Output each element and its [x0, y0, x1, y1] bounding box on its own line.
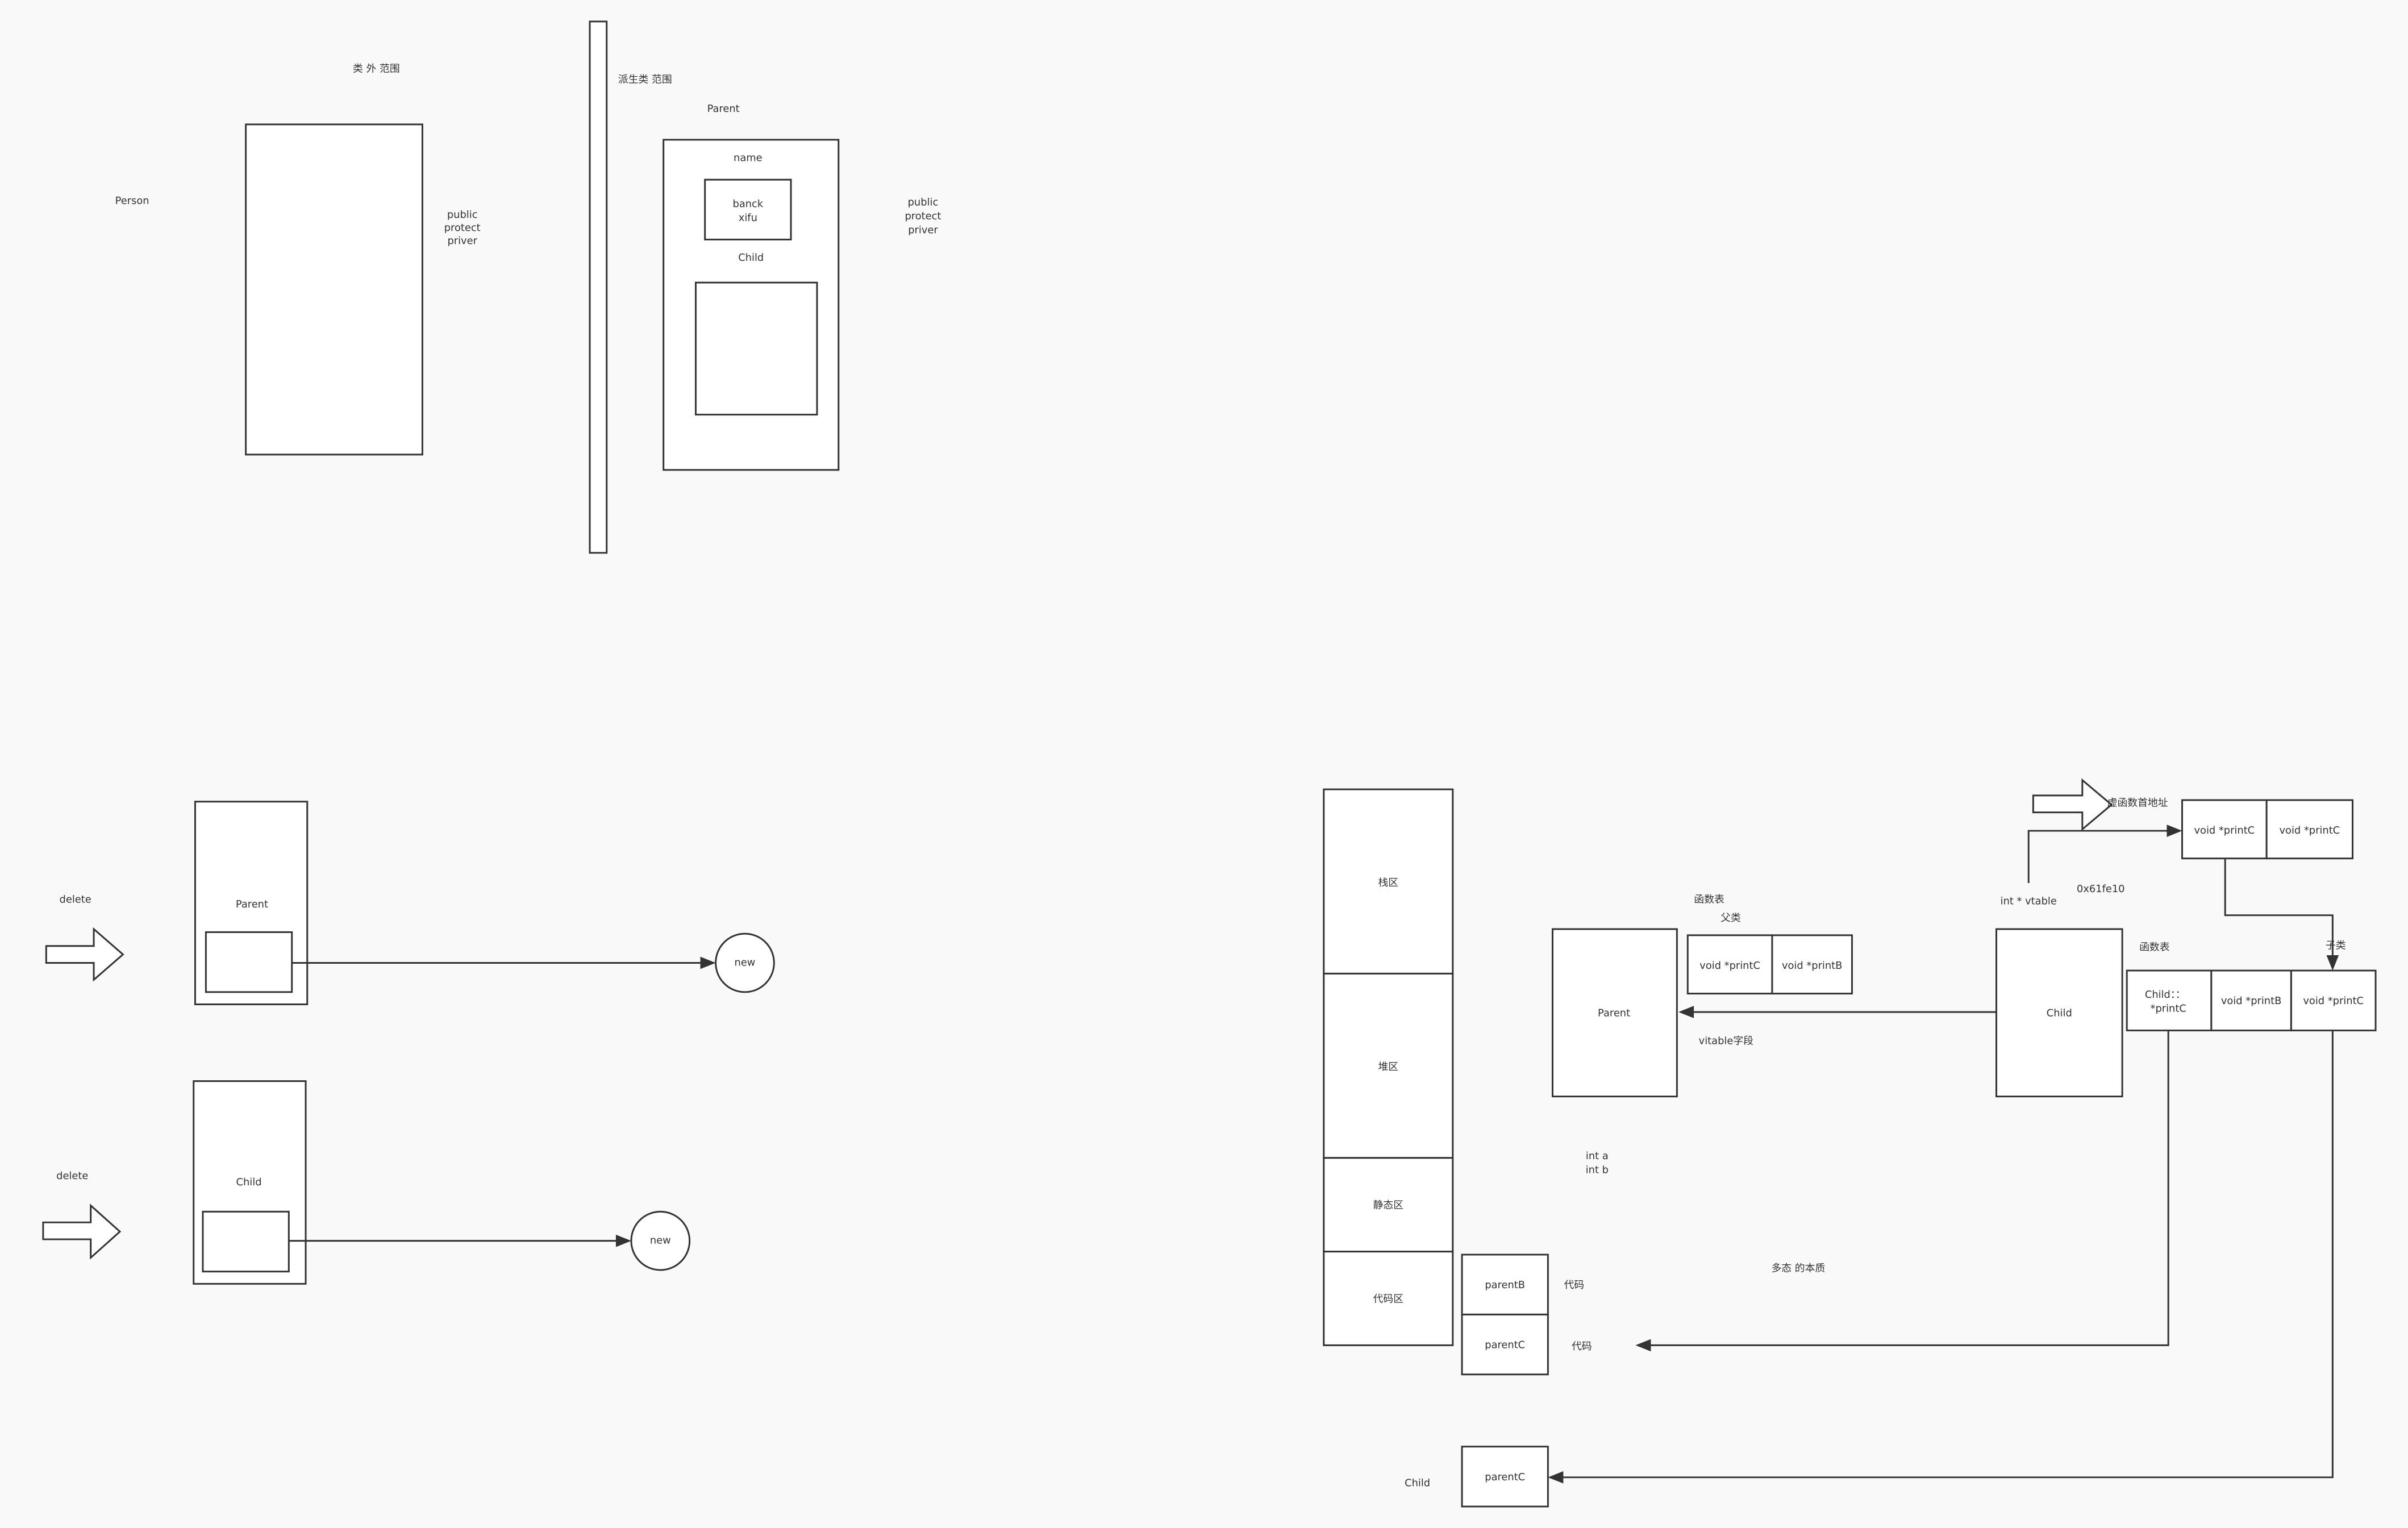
- code-region: [1323, 1251, 1454, 1346]
- top-table-cell-label: void *printC: [2194, 825, 2255, 836]
- code-label-2: 代码: [1572, 1340, 1592, 1352]
- parent-vt-box: [1551, 928, 1678, 1098]
- field-b-label: int b: [1586, 1164, 1609, 1176]
- heap-region: [1323, 972, 1454, 1159]
- child-label: Child: [738, 252, 764, 264]
- parent-class-label: 父类: [1720, 912, 1741, 924]
- arrowhead-icon: [1635, 1339, 1651, 1352]
- top-table-cell: [2181, 799, 2268, 860]
- child-vt-box: [1995, 928, 2123, 1098]
- new-label: new: [735, 956, 756, 968]
- static-region: [1323, 1157, 1454, 1253]
- child-table-cell-label: *printC: [2151, 1003, 2186, 1015]
- parent-vt-label: Parent: [1598, 1007, 1630, 1019]
- access-priver-right: priver: [908, 224, 938, 236]
- inner-box: [704, 178, 792, 241]
- vtable-field-label: vitable字段: [1699, 1035, 1753, 1047]
- child-box: [694, 281, 818, 416]
- access-public: public: [447, 209, 478, 220]
- parent-table-cell: [1686, 934, 1773, 995]
- address-label: 0x61fe10: [2077, 883, 2125, 895]
- child-table-cell: [2210, 969, 2292, 1031]
- static-region-label: 静态区: [1373, 1199, 1404, 1211]
- access-priver: priver: [447, 235, 477, 247]
- child-code-box: [1461, 1446, 1549, 1508]
- access-public-right: public: [908, 197, 939, 209]
- code-label-1: 代码: [1564, 1279, 1584, 1291]
- child-code-label: Child: [1405, 1477, 1430, 1489]
- polymorphism-essence-label: 多态 的本质: [1771, 1262, 1825, 1274]
- child-func-table-label: 函数表: [2139, 941, 2170, 953]
- access-protect: protect: [444, 222, 481, 234]
- pointer-box: [205, 931, 293, 993]
- field-a-label: int a: [1586, 1150, 1609, 1162]
- child-code-link-line: [1560, 1030, 2334, 1479]
- inner-label-1: banck: [733, 198, 764, 210]
- parent-table-cell: [1771, 934, 1853, 995]
- block-arrow-icon: [2032, 778, 2113, 831]
- child-table-cell-label: void *printB: [2221, 995, 2281, 1007]
- code-region-label: 代码区: [1373, 1293, 1404, 1305]
- new-circle: [715, 932, 775, 993]
- access-protect-right: protect: [905, 210, 941, 222]
- child-vt-label: Child: [2047, 1007, 2072, 1019]
- delete-demo-parent: delete Parent new: [45, 801, 775, 1005]
- delete-label: delete: [56, 1170, 88, 1182]
- stack-region-label: 栈区: [1378, 877, 1398, 889]
- code-box-parentB-label: parentB: [1485, 1279, 1525, 1291]
- parent-func-table-label: 函数表: [1694, 894, 1724, 906]
- stack-region: [1323, 788, 1454, 975]
- arrowhead-icon: [2326, 955, 2339, 971]
- vtable-pointer-label: int * vtable: [2001, 895, 2057, 907]
- block-arrow-icon: [45, 927, 124, 982]
- table-link-line: [2224, 858, 2334, 959]
- code-link-line: [1648, 1030, 2169, 1346]
- code-box-parentC-label: parentC: [1485, 1339, 1525, 1351]
- child-class-label: 子类: [2326, 940, 2346, 952]
- arrowhead-icon: [2167, 825, 2182, 837]
- vfunc-first-address-label: 虚函数首地址: [2107, 797, 2168, 809]
- outside-class-scope-label: 类 外 范围: [353, 63, 400, 75]
- arrowhead-icon: [1548, 1471, 1564, 1484]
- divider-bar: [589, 20, 608, 554]
- access-scope-section: 类 外 范围 Person public protect priver 派生类 …: [115, 20, 941, 554]
- top-table-cell-label: void *printC: [2279, 825, 2340, 836]
- person-label: Person: [115, 195, 149, 207]
- child-code-box-label: parentC: [1485, 1471, 1525, 1483]
- delete-label: delete: [60, 894, 91, 906]
- code-box-parentC: [1461, 1313, 1549, 1376]
- top-table-cell: [2265, 799, 2353, 860]
- arrowhead-icon: [1678, 1006, 1694, 1018]
- name-label: name: [734, 152, 763, 164]
- inner-label-2: xifu: [739, 212, 757, 224]
- pointer-box: [202, 1210, 290, 1273]
- parent-table-cell-label: void *printC: [1699, 960, 1760, 972]
- child-table-cell-label: void *printC: [2303, 995, 2364, 1007]
- person-box: [245, 123, 423, 456]
- derived-scope-label: 派生类 范围: [618, 74, 672, 86]
- child-table-cell-label: Child：：: [2145, 989, 2186, 1001]
- vtable-pointer-line: [2027, 830, 2170, 883]
- heap-region-label: 堆区: [1378, 1061, 1398, 1073]
- new-circle: [630, 1210, 691, 1271]
- parent-label: Parent: [707, 103, 740, 115]
- arrowhead-icon: [700, 956, 716, 969]
- memory-layout: 栈区 堆区 静态区 代码区 parentB parentC 代码 代码 Chil…: [1323, 788, 1592, 1508]
- block-arrow-icon: [42, 1204, 122, 1260]
- new-label: new: [650, 1235, 671, 1247]
- parent-object-label: Parent: [236, 898, 268, 910]
- child-table-cell: [2126, 969, 2213, 1031]
- child-object-label: Child: [236, 1176, 262, 1188]
- parent-table-cell-label: void *printB: [1782, 960, 1842, 972]
- vtable-section: Parent 函数表 父类 void *printC void *printB …: [1548, 778, 2377, 1484]
- arrowhead-icon: [615, 1234, 631, 1247]
- delete-demo-child: delete Child new: [42, 1080, 691, 1285]
